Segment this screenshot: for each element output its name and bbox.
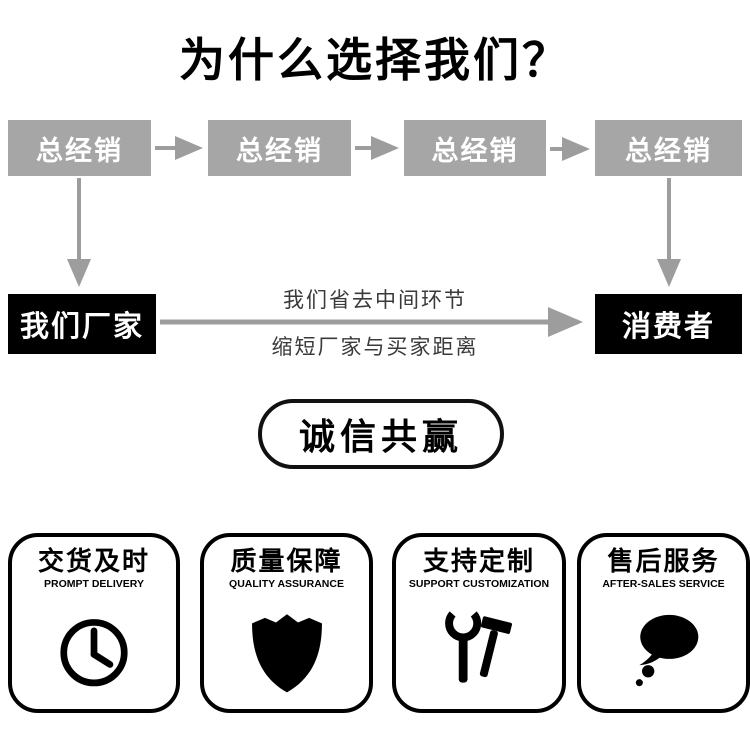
badge-support-customization: 支持定制 SUPPORT CUSTOMIZATION <box>392 533 566 713</box>
consumer-box: 消费者 <box>595 294 742 354</box>
clock-icon <box>52 594 136 709</box>
factory-box: 我们厂家 <box>8 294 156 354</box>
page-title: 为什么选择我们？ <box>179 34 571 86</box>
distributor-box-2: 总经销 <box>208 120 351 176</box>
badge-subtitle: AFTER-SALES SERVICE <box>602 577 725 590</box>
badge-subtitle: QUALITY ASSURANCE <box>229 577 344 590</box>
badge-title: 质量保障 <box>230 546 343 576</box>
badge-title: 交货及时 <box>37 546 150 576</box>
distributor-box-4: 总经销 <box>595 120 742 176</box>
tools-icon <box>435 594 523 709</box>
speech-bubble-icon <box>620 594 708 709</box>
badge-after-sales-service: 售后服务 AFTER-SALES SERVICE <box>577 533 750 713</box>
arrow-note-line2: 缩短厂家与买家距离 <box>271 336 479 359</box>
distributor-box-1: 总经销 <box>8 120 151 176</box>
badge-title: 支持定制 <box>422 546 535 576</box>
slogan-pill: 诚信共赢 <box>258 399 504 469</box>
arrow-note-line1: 我们省去中间环节 <box>283 289 467 312</box>
badge-subtitle: SUPPORT CUSTOMIZATION <box>408 577 550 590</box>
badge-quality-assurance: 质量保障 QUALITY ASSURANCE <box>200 533 373 713</box>
badge-subtitle: PROMPT DELIVERY <box>44 577 144 590</box>
badge-title: 售后服务 <box>607 546 720 576</box>
shield-icon <box>241 594 333 709</box>
distributor-box-3: 总经销 <box>404 120 546 176</box>
badge-prompt-delivery: 交货及时 PROMPT DELIVERY <box>8 533 180 713</box>
